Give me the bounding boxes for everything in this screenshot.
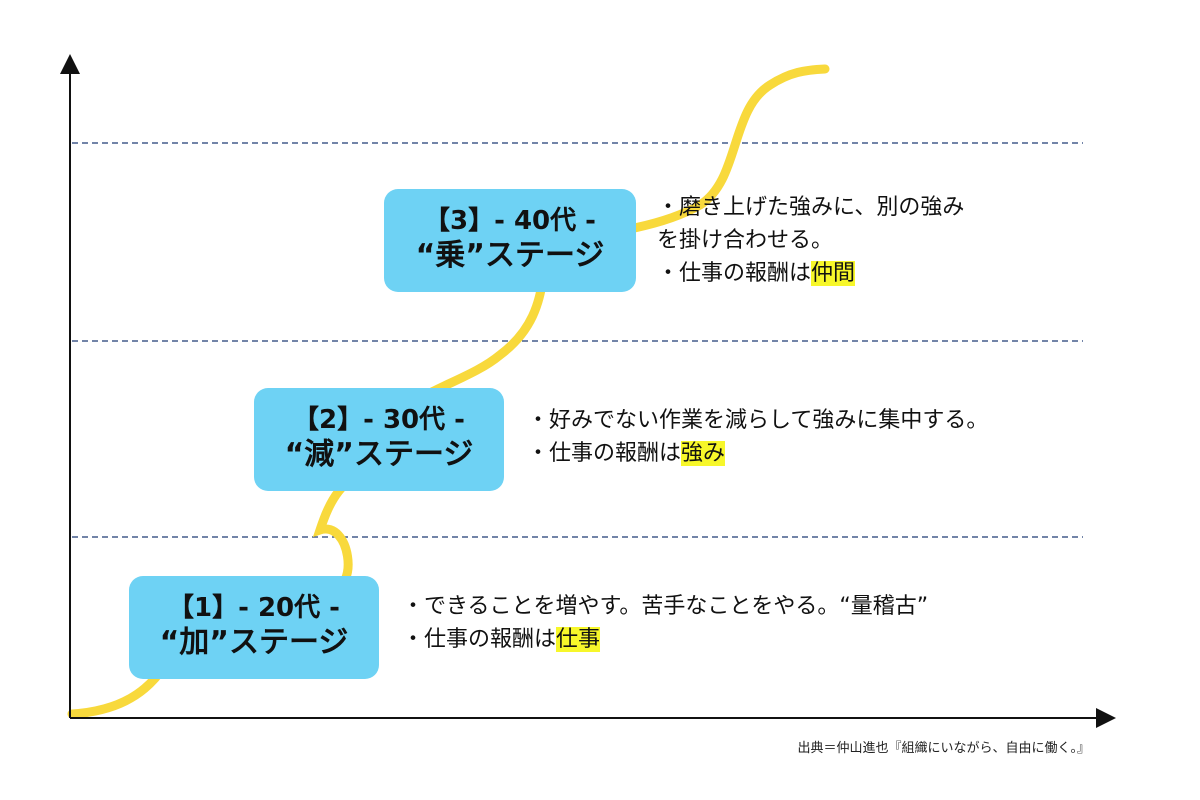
stage-2-desc-line2: ・仕事の報酬は強み: [527, 437, 988, 470]
stage-1-reward-highlight: 仕事: [556, 627, 601, 652]
stage-1-desc-line2: ・仕事の報酬は仕事: [402, 623, 928, 656]
stage-2-desc-line1: ・好みでない作業を減らして強みに集中する。: [527, 408, 989, 433]
stage-2-name: “減”ステージ: [284, 437, 474, 473]
stage-1-reward-label: ・仕事の報酬は: [402, 627, 557, 652]
stage-2-box: 【2】- 30代 - “減”ステージ: [254, 388, 504, 491]
stage-3-description: ・磨き上げた強みに、別の強み を掛け合わせる。 ・仕事の報酬は仲間: [657, 191, 964, 290]
stage-3-reward-highlight: 仲間: [811, 261, 856, 286]
stage-3-name: “乗”ステージ: [415, 238, 605, 274]
stage-3-desc-line1b: を掛け合わせる。: [657, 228, 834, 253]
stage-1-desc-line1: ・できることを増やす。苦手なことをやる。“量稽古”: [402, 594, 929, 619]
stage-3-desc-line2: ・仕事の報酬は仲間: [657, 257, 964, 290]
stage-3-desc-line1: ・磨き上げた強みに、別の強み: [657, 195, 965, 220]
stage-1-name: “加”ステージ: [159, 625, 349, 661]
stage-3-box: 【3】- 40代 - “乗”ステージ: [384, 189, 636, 292]
stage-3-title: 【3】- 40代 -: [424, 206, 596, 237]
stage-1-title: 【1】- 20代 -: [168, 593, 340, 624]
stage-2-description: ・好みでない作業を減らして強みに集中する。 ・仕事の報酬は強み: [527, 404, 988, 470]
stage-1-description: ・できることを増やす。苦手なことをやる。“量稽古” ・仕事の報酬は仕事: [402, 590, 928, 656]
stage-2-title: 【2】- 30代 -: [293, 405, 465, 436]
stage-2-reward-label: ・仕事の報酬は: [527, 441, 682, 466]
stage-1-box: 【1】- 20代 - “加”ステージ: [129, 576, 379, 679]
stage-3-reward-label: ・仕事の報酬は: [657, 261, 812, 286]
stage-2-reward-highlight: 強み: [681, 441, 726, 466]
source-caption: 出典＝仲山進也『組織にいながら、自由に働く。』: [797, 741, 1090, 756]
